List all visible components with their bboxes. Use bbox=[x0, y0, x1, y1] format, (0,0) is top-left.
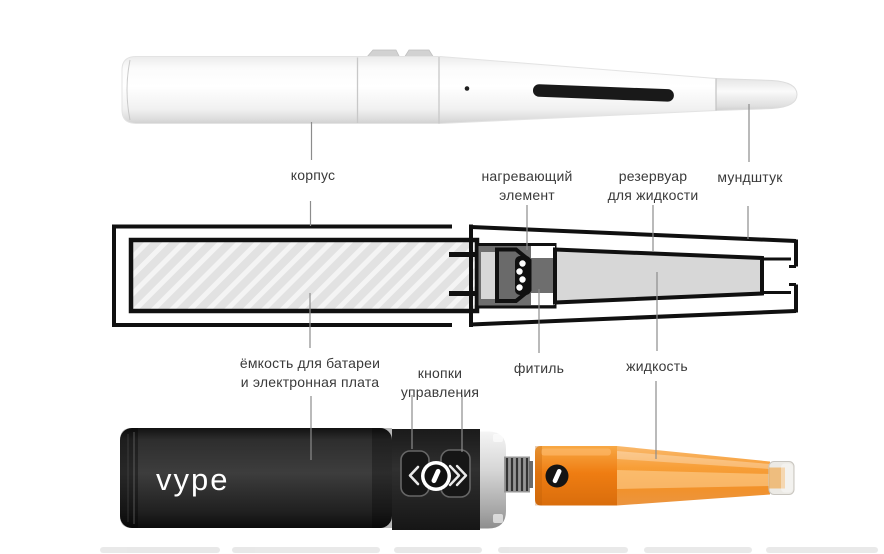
label-line: фитиль bbox=[513, 360, 565, 376]
mouth-opening-ticks bbox=[789, 265, 796, 286]
device-body bbox=[121, 56, 717, 124]
contact-prong-top bbox=[449, 252, 477, 257]
liquid-reservoir-shape bbox=[553, 247, 764, 305]
tip-inner-orange bbox=[769, 467, 785, 489]
thread-ridges bbox=[505, 458, 529, 491]
collar-slot-top bbox=[493, 434, 503, 442]
coil-turn bbox=[516, 284, 523, 291]
label-line: мундштук bbox=[717, 169, 783, 185]
label-liquid-reservoir: резервуар для жидкости bbox=[608, 167, 699, 205]
mouth-chamber-lines bbox=[762, 257, 791, 294]
coil-turn bbox=[516, 268, 523, 275]
label-line: и электронная плата bbox=[240, 374, 380, 390]
cap-left-shade bbox=[535, 446, 542, 506]
chevron-left-icon bbox=[408, 465, 420, 486]
logo-slash bbox=[431, 468, 441, 484]
cap-highlight bbox=[541, 448, 611, 456]
battery-body bbox=[120, 428, 392, 528]
collar-slot-bottom bbox=[493, 514, 503, 523]
heater-insulator bbox=[481, 252, 497, 299]
watermark-blur-strip bbox=[100, 547, 878, 553]
label-wick: фитиль bbox=[514, 359, 564, 378]
silver-collar bbox=[480, 431, 506, 529]
label-line: для жидкости bbox=[607, 187, 699, 203]
cross-section-schematic bbox=[112, 220, 798, 331]
label-control-buttons: кнопки управления bbox=[401, 364, 479, 402]
tip-frost bbox=[781, 463, 793, 493]
taper-wall-bottom bbox=[470, 309, 797, 327]
cartridge-core-glow bbox=[617, 470, 770, 489]
contact-prong-bottom bbox=[449, 291, 477, 296]
vype-logo-text: vype bbox=[156, 462, 229, 497]
label-liquid: жидкость bbox=[626, 357, 688, 376]
battery-left-cap bbox=[120, 428, 138, 528]
chevron-double-right-icon bbox=[448, 464, 468, 487]
label-line: ёмкость для батареи bbox=[239, 355, 381, 371]
label-line: резервуар bbox=[618, 168, 688, 184]
logo-slash bbox=[552, 468, 562, 484]
label-line: нагревающий bbox=[481, 168, 573, 184]
mouthpiece-photo bbox=[715, 77, 798, 112]
label-line: корпус bbox=[290, 167, 336, 183]
assembled-device-photo bbox=[121, 49, 798, 124]
taper-wall-top bbox=[470, 225, 797, 243]
leader-lines bbox=[309, 104, 750, 460]
battery-right-seam bbox=[372, 428, 392, 528]
label-body: корпус bbox=[291, 166, 335, 185]
air-gap-bottom bbox=[531, 293, 555, 305]
label-line: жидкость bbox=[626, 358, 688, 374]
led-dot bbox=[464, 86, 470, 91]
cartridge-shine bbox=[617, 451, 770, 469]
left-cap-edge bbox=[126, 59, 131, 121]
case-break-bottom bbox=[452, 319, 469, 331]
vype-device-photo: vype bbox=[120, 428, 533, 530]
label-line: управления bbox=[400, 384, 480, 400]
label-heating-element: нагревающий элемент bbox=[481, 167, 572, 205]
battery-hatched-block bbox=[128, 237, 480, 314]
cartridge-cap bbox=[535, 446, 617, 506]
coil-turn bbox=[519, 276, 526, 283]
label-line: кнопки bbox=[417, 365, 463, 381]
window-slot bbox=[532, 84, 674, 102]
coil-turn bbox=[519, 260, 526, 267]
label-line: элемент bbox=[499, 187, 555, 203]
label-mouthpiece: мундштук bbox=[717, 168, 782, 187]
thread-end-ring bbox=[529, 461, 533, 488]
air-gap-top bbox=[531, 246, 555, 258]
label-battery-compartment: ёмкость для батареи и электронная плата bbox=[240, 354, 380, 392]
outer-case-left bbox=[112, 224, 473, 327]
case-break-top bbox=[452, 220, 469, 232]
cartridge-photo bbox=[535, 446, 795, 506]
